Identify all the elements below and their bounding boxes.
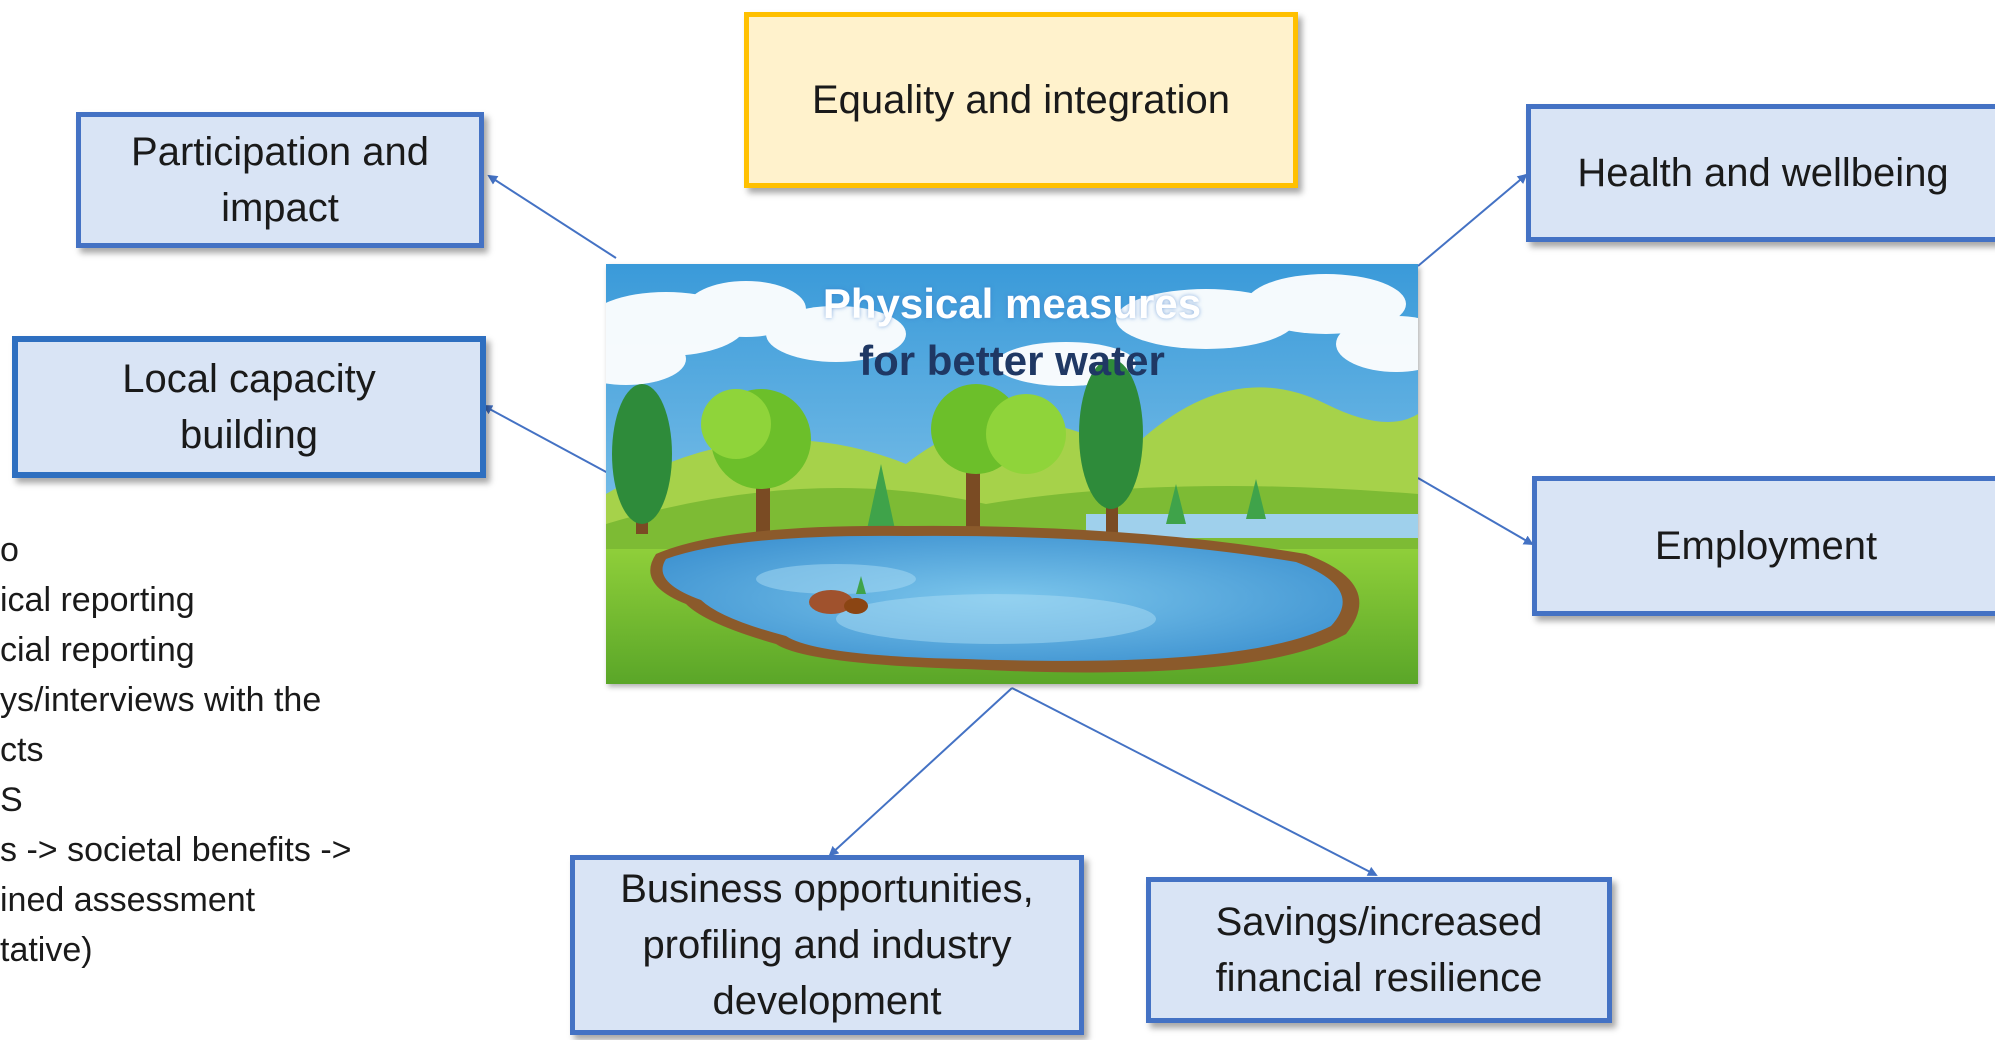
node-participation-and-impact: Participation and impact xyxy=(76,112,484,248)
node-local-capacity-building: Local capacity building xyxy=(12,336,486,478)
connector-health xyxy=(1417,173,1528,267)
node-savings-financial-resilience: Savings/increased financial resilience xyxy=(1146,877,1612,1023)
side-note-line: cts xyxy=(0,731,44,769)
node-label: Equality and integration xyxy=(811,78,1231,122)
lake-landscape-image xyxy=(606,264,1418,684)
side-note-line: ined assessment xyxy=(0,881,256,919)
node-label: Local capacity building xyxy=(122,357,376,457)
node-label: Business opportunities, profiling and in… xyxy=(620,867,1034,1023)
side-note-line: cial reporting xyxy=(0,631,195,669)
central-title-line-2: for better water xyxy=(859,336,1165,384)
central-title-line-1: Physical measures xyxy=(822,280,1202,327)
side-note-line: o xyxy=(0,531,19,569)
node-label: Participation and impact xyxy=(131,130,429,230)
connector-local-capacity xyxy=(482,405,609,474)
node-employment: Employment xyxy=(1532,476,1995,616)
node-health-and-wellbeing: Health and wellbeing xyxy=(1526,104,1995,242)
node-label: Savings/increased financial resilience xyxy=(1215,900,1543,1000)
connector-business xyxy=(828,687,1013,857)
connector-savings xyxy=(1011,687,1378,876)
node-business-opportunities: Business opportunities, profiling and in… xyxy=(570,855,1084,1035)
side-note-line: ys/interviews with the xyxy=(0,681,322,719)
side-note-line: tative) xyxy=(0,931,93,969)
side-notes-list: o ical reporting cial reporting ys/inter… xyxy=(0,525,460,975)
central-title: Physical measures for better water xyxy=(606,276,1418,389)
connector-participation xyxy=(487,174,617,259)
node-label: Employment xyxy=(1654,524,1878,568)
central-illustration: Physical measures for better water xyxy=(606,264,1418,684)
side-note-line: ical reporting xyxy=(0,581,195,619)
node-label: Health and wellbeing xyxy=(1577,151,1949,195)
side-note-line: S xyxy=(0,781,23,819)
side-note-line: s -> societal benefits -> xyxy=(0,831,352,869)
connector-employment xyxy=(1417,477,1534,546)
node-equality-and-integration: Equality and integration xyxy=(744,12,1298,188)
